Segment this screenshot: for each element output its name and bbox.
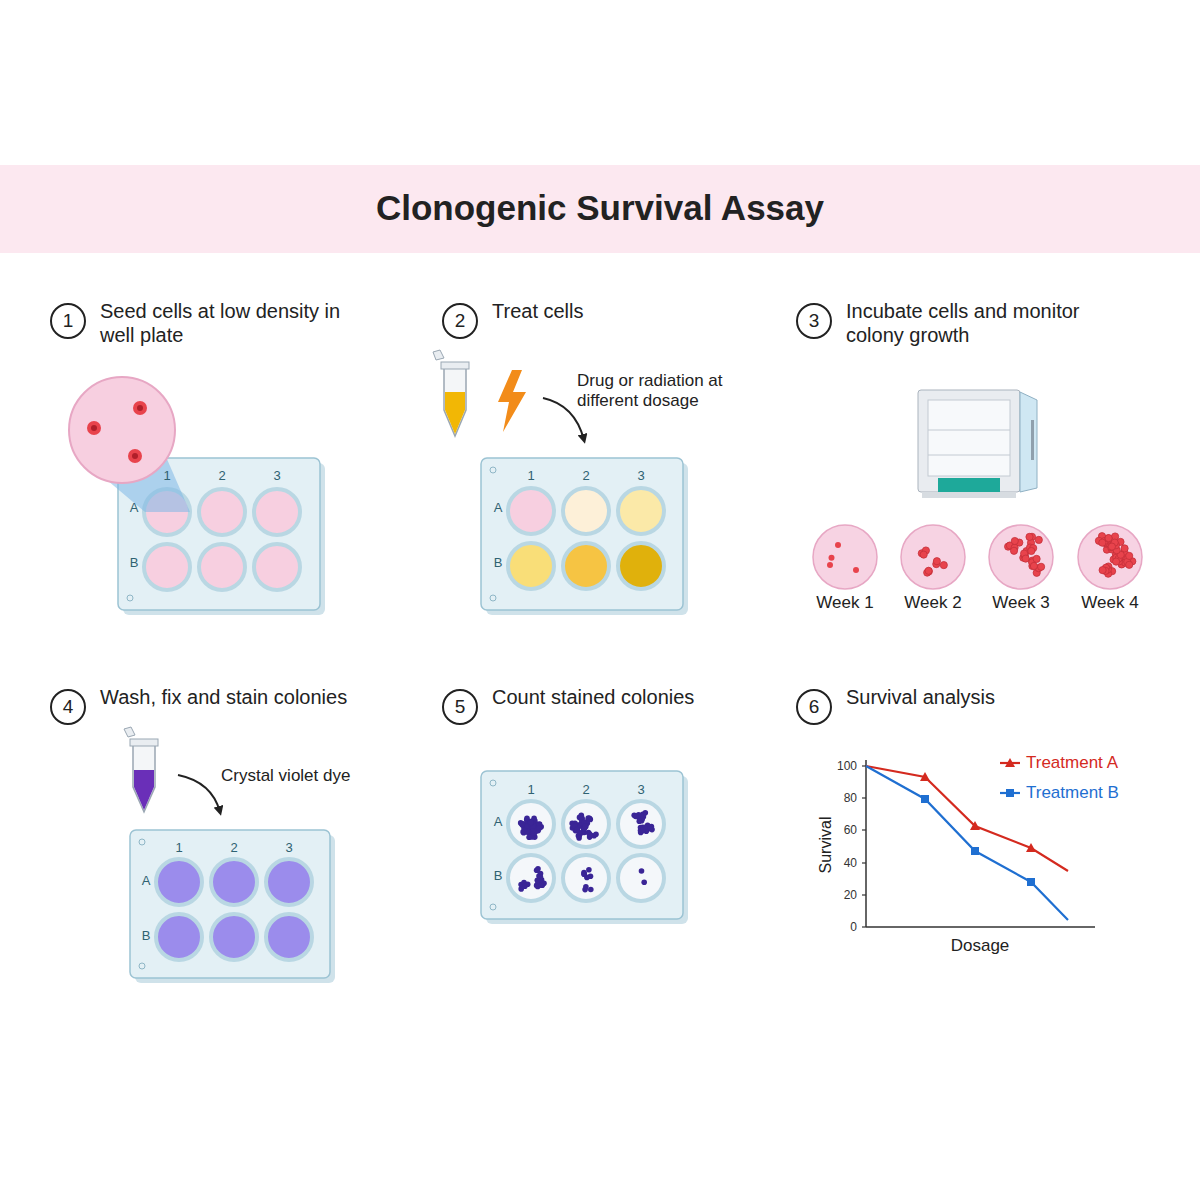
axis-title: Survival xyxy=(816,817,835,874)
column-label: 2 xyxy=(582,468,589,484)
column-label: 3 xyxy=(637,468,644,484)
step-number: 4 xyxy=(50,689,86,725)
note-text: Crystal violet dye xyxy=(221,766,350,786)
petri-dish xyxy=(813,525,1142,589)
column-label: 3 xyxy=(637,782,644,798)
row-label: B xyxy=(142,928,151,944)
column-label: 2 xyxy=(582,782,589,798)
step-heading: Incubate cells and monitor colony growth xyxy=(846,299,1126,347)
row-label: A xyxy=(494,814,503,830)
tick-label: 100 xyxy=(837,759,857,773)
column-label: 2 xyxy=(230,840,237,856)
step-heading: Count stained colonies xyxy=(492,685,772,709)
step-node: 4Wash, fix and stain colonies xyxy=(50,689,400,725)
week-label: Week 1 xyxy=(816,593,873,613)
week-label: Week 4 xyxy=(1081,593,1138,613)
legend-text: Treatment A xyxy=(1026,753,1118,773)
tick-label: 0 xyxy=(850,920,857,934)
axis-title: Dosage xyxy=(951,936,1010,956)
step-heading: Treat cells xyxy=(492,299,742,323)
well-plate xyxy=(130,830,335,983)
row-label: A xyxy=(494,500,503,516)
note-text: Drug or radiation at different dosage xyxy=(577,371,747,412)
row-label: B xyxy=(130,555,139,571)
step-number: 2 xyxy=(442,303,478,339)
row-label: B xyxy=(494,555,503,571)
tube-and-lightning xyxy=(433,350,584,440)
title: Clonogenic Survival Assay xyxy=(0,188,1200,228)
step-number: 3 xyxy=(796,303,832,339)
title-band xyxy=(0,165,1200,253)
column-label: 1 xyxy=(175,840,182,856)
well-plate xyxy=(481,771,688,924)
step-heading: Wash, fix and stain colonies xyxy=(100,685,400,709)
cell-colonies xyxy=(827,533,1136,578)
step-node: 1Seed cells at low density in well plate xyxy=(50,303,350,347)
column-label: 1 xyxy=(163,468,170,484)
row-label: A xyxy=(142,873,151,889)
step-node: 2Treat cells xyxy=(442,303,742,339)
week-label: Week 2 xyxy=(904,593,961,613)
tick-label: 40 xyxy=(844,856,857,870)
step-heading: Survival analysis xyxy=(846,685,1126,709)
row-label: B xyxy=(494,868,503,884)
legend-sample xyxy=(1000,758,1020,797)
column-label: 1 xyxy=(527,782,534,798)
column-label: 1 xyxy=(527,468,534,484)
step-node: 3Incubate cells and monitor colony growt… xyxy=(796,303,1126,347)
well-plate xyxy=(481,458,688,615)
tick-label: 60 xyxy=(844,823,857,837)
tick-label: 80 xyxy=(844,791,857,805)
tick-label: 20 xyxy=(844,888,857,902)
row-label: A xyxy=(130,500,139,516)
column-label: 2 xyxy=(218,468,225,484)
legend-text: Treatment B xyxy=(1026,783,1119,803)
step-number: 6 xyxy=(796,689,832,725)
step-number: 1 xyxy=(50,303,86,339)
step-node: 6Survival analysis xyxy=(796,689,1126,725)
step-heading: Seed cells at low density in well plate xyxy=(100,299,350,347)
incubator xyxy=(918,390,1037,498)
step-node: 5Count stained colonies xyxy=(442,689,772,725)
dye-tube xyxy=(124,727,220,812)
column-label: 3 xyxy=(285,840,292,856)
column-label: 3 xyxy=(273,468,280,484)
step-number: 5 xyxy=(442,689,478,725)
magnifier xyxy=(69,377,190,512)
stained-colonies xyxy=(518,810,655,892)
week-label: Week 3 xyxy=(992,593,1049,613)
